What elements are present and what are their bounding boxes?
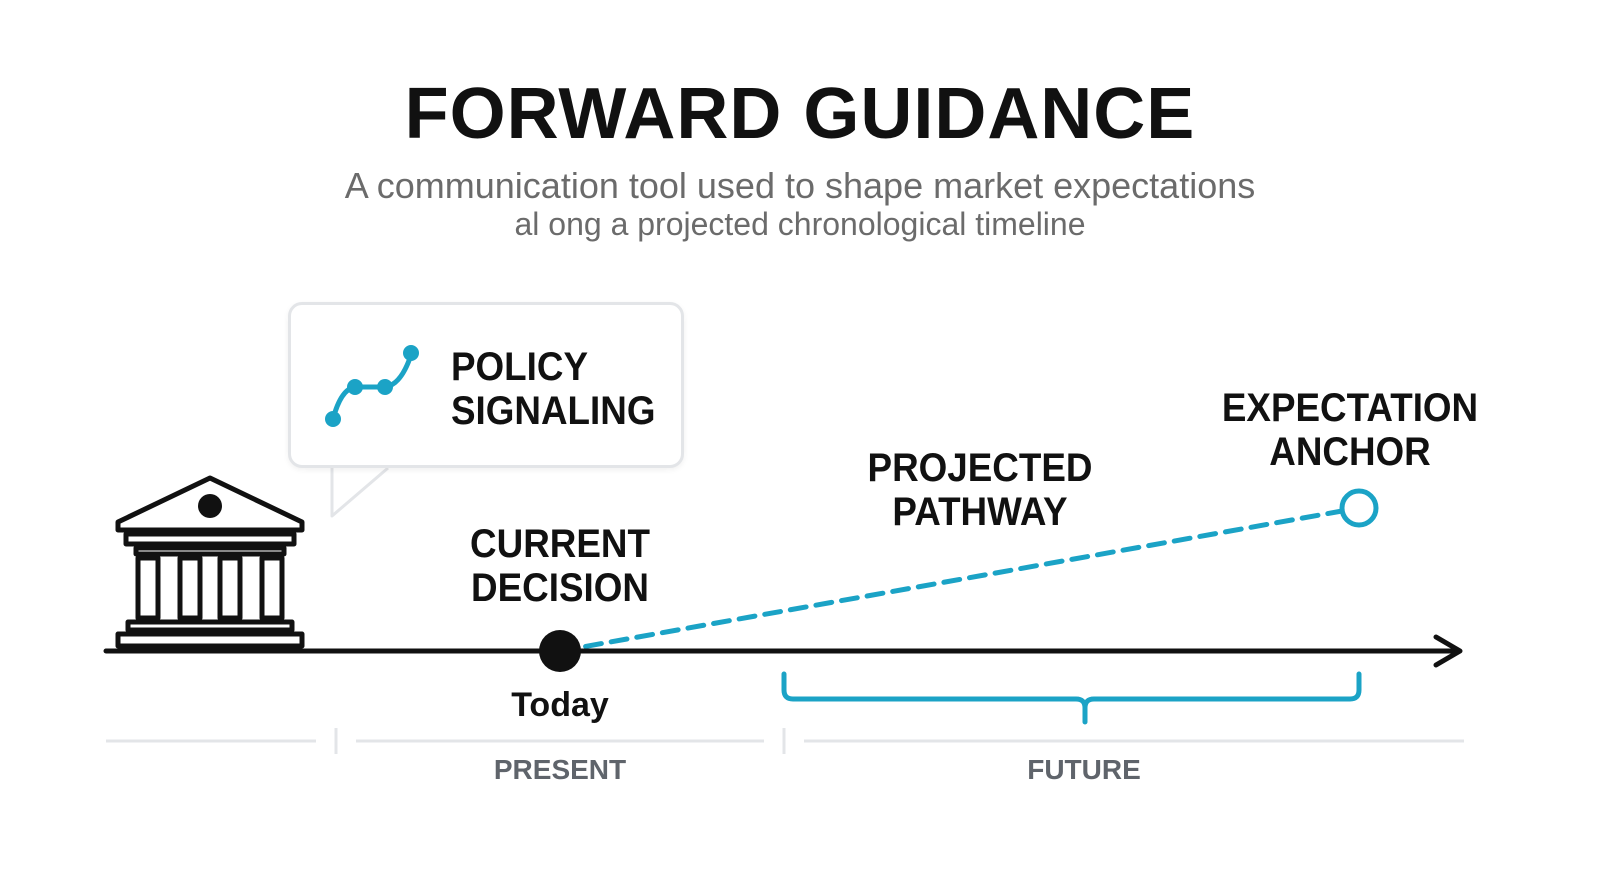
projected-pathway-line — [557, 508, 1345, 654]
subtitle-line-2: al ong a projected chronological timelin… — [514, 206, 1086, 242]
section-dividers — [106, 728, 1464, 754]
expectation-anchor-line-1: EXPECTATION — [1221, 386, 1479, 430]
expectation-anchor-line-2: ANCHOR — [1269, 430, 1431, 474]
expectation-anchor-label: EXPECTATION ANCHOR — [1221, 386, 1479, 474]
projected-pathway-label: PROJECTED PATHWAY — [860, 446, 1099, 534]
present-label: PRESENT — [493, 754, 627, 785]
current-decision-dot — [539, 630, 581, 672]
policy-signaling-callout: POLICY SIGNALING — [288, 302, 684, 468]
timeline-arrowhead-icon — [1433, 634, 1463, 668]
future-bracket — [781, 671, 1362, 725]
future-label: FUTURE — [1027, 754, 1141, 785]
page-title: FORWARD GUIDANCE — [404, 74, 1196, 154]
projected-pathway-line-2: PATHWAY — [892, 490, 1068, 534]
callout-line-1: POLICY — [451, 345, 588, 389]
callout-line-2: SIGNALING — [451, 389, 656, 433]
today-label: Today — [511, 686, 609, 724]
current-decision-line-1: CURRENT — [470, 522, 650, 566]
callout-tail — [330, 464, 390, 518]
callout-label: POLICY SIGNALING — [451, 345, 655, 433]
expectation-anchor-ring — [1339, 488, 1379, 528]
projected-pathway-line-1: PROJECTED — [867, 446, 1093, 490]
subtitle-line-1: A communication tool used to shape marke… — [344, 165, 1256, 206]
current-decision-label: CURRENT DECISION — [450, 522, 671, 610]
central-bank-building-icon — [115, 475, 305, 649]
signal-path-icon — [325, 345, 419, 427]
current-decision-line-2: DECISION — [471, 566, 649, 610]
